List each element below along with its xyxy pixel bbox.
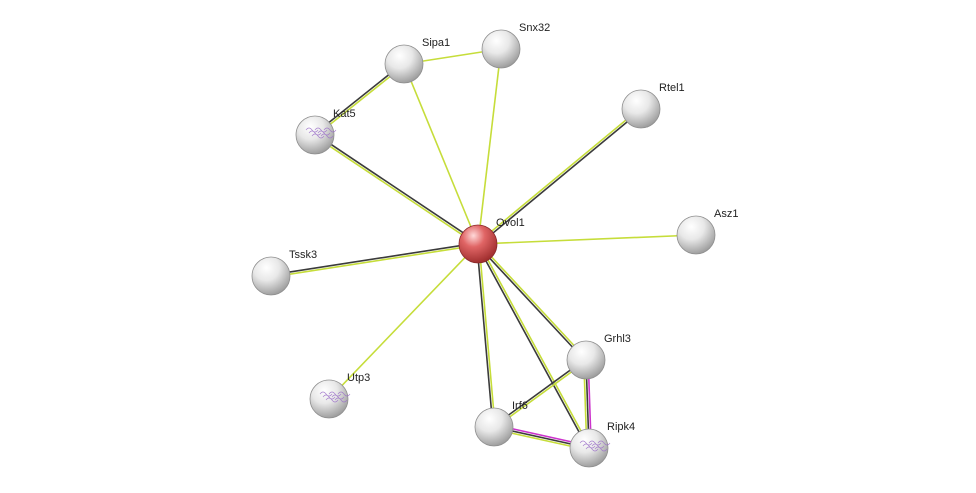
node-snx32[interactable]: Snx32 xyxy=(481,22,550,69)
edge-ovol1-asz1 xyxy=(477,234,697,245)
edge-line-coexpression xyxy=(315,133,480,244)
edge-line-coexpression xyxy=(476,244,494,428)
edge-line-text-mining xyxy=(477,48,502,245)
node-circle[interactable] xyxy=(251,256,291,296)
node-sipa1[interactable]: Sipa1 xyxy=(384,37,450,84)
edge-ovol1-kat5 xyxy=(313,133,480,246)
edge-line-text-mining xyxy=(328,243,479,400)
node-ripk4[interactable]: Ripk4 xyxy=(569,421,635,468)
node-irf6[interactable]: Irf6 xyxy=(474,400,528,447)
edge-ovol1-sipa1 xyxy=(403,63,479,245)
node-circle[interactable] xyxy=(621,89,661,129)
protein-structure-icon xyxy=(305,127,337,139)
edge-line-text-mining xyxy=(476,107,641,244)
protein-structure-icon xyxy=(319,391,351,403)
edge-line-text-mining xyxy=(403,63,479,245)
node-label: Asz1 xyxy=(714,208,738,220)
edge-line-coexpression xyxy=(478,109,643,246)
node-circle[interactable] xyxy=(566,340,606,380)
node-circle[interactable] xyxy=(569,428,609,468)
node-circle[interactable] xyxy=(309,379,349,419)
edge-ovol1-snx32 xyxy=(477,48,502,245)
node-label: Irf6 xyxy=(512,400,528,412)
node-label: Tssk3 xyxy=(289,249,317,261)
node-label: Sipa1 xyxy=(422,37,450,49)
edge-line-text-mining xyxy=(478,242,588,360)
node-label: Snx32 xyxy=(519,22,550,34)
node-kat5[interactable]: Kat5 xyxy=(295,108,356,155)
edge-ovol1-rtel1 xyxy=(476,107,643,246)
edge-line-coexpression xyxy=(476,244,589,449)
protein-structure-icon xyxy=(579,440,611,452)
edge-line-text-mining xyxy=(271,244,479,278)
node-rtel1[interactable]: Rtel1 xyxy=(621,82,685,129)
node-label: Ovol1 xyxy=(496,217,525,229)
node-asz1[interactable]: Asz1 xyxy=(676,208,738,255)
node-label: Rtel1 xyxy=(659,82,685,94)
query-node-circle[interactable] xyxy=(458,224,498,264)
edge-line-text-mining xyxy=(478,243,591,448)
node-utp3[interactable]: Utp3 xyxy=(309,372,370,419)
node-ovol1[interactable]: Ovol1 xyxy=(458,217,525,264)
node-label: Ripk4 xyxy=(607,421,635,433)
node-grhl3[interactable]: Grhl3 xyxy=(566,333,631,380)
node-circle[interactable] xyxy=(295,115,335,155)
edge-line-text-mining xyxy=(313,135,478,246)
edge-ovol1-grhl3 xyxy=(476,242,588,362)
node-circle[interactable] xyxy=(481,29,521,69)
node-label: Kat5 xyxy=(333,108,356,120)
node-tssk3[interactable]: Tssk3 xyxy=(251,249,317,296)
edge-line-coexpression xyxy=(476,244,586,362)
edge-ovol1-utp3 xyxy=(328,243,479,400)
edge-ovol1-tssk3 xyxy=(270,242,479,278)
edge-ovol1-irf6 xyxy=(476,243,496,428)
edge-line-coexpression xyxy=(270,242,478,276)
edge-ovol1-ripk4 xyxy=(476,243,591,449)
node-circle[interactable] xyxy=(676,215,716,255)
edge-line-text-mining xyxy=(478,243,496,427)
node-label: Grhl3 xyxy=(604,333,631,345)
node-circle[interactable] xyxy=(474,407,514,447)
node-circle[interactable] xyxy=(384,44,424,84)
node-label: Utp3 xyxy=(347,372,370,384)
edge-line-text-mining xyxy=(477,234,697,245)
